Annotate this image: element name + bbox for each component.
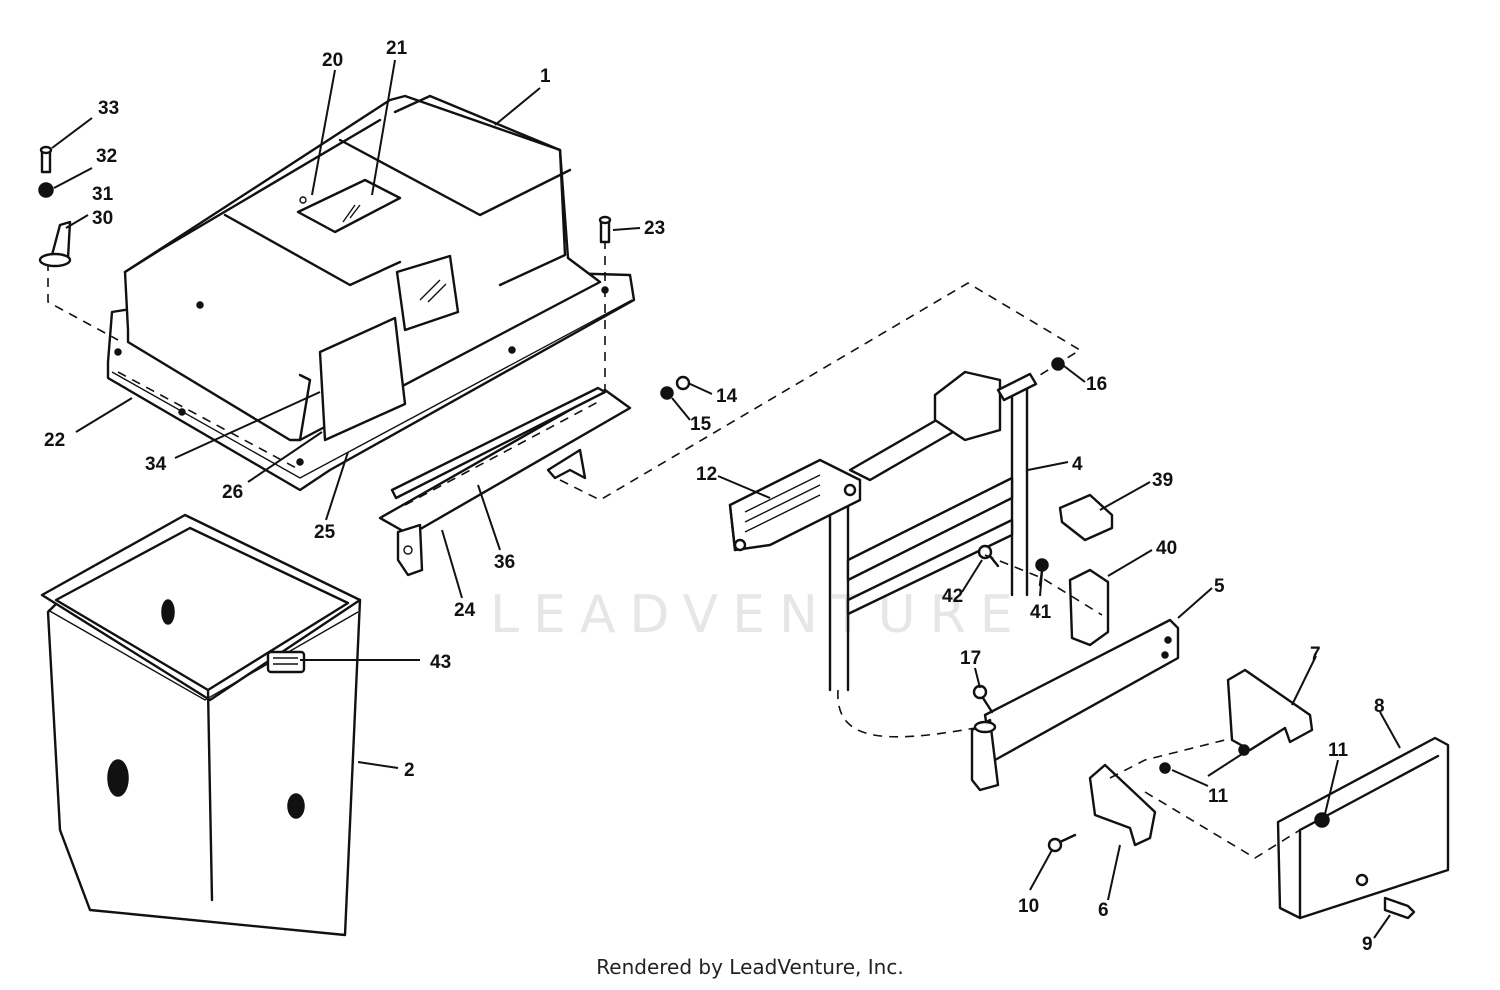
part-screw-17	[972, 684, 994, 714]
leader-lines	[51, 59, 1401, 939]
callout-9: 9	[1362, 934, 1373, 955]
callout-20: 20	[322, 50, 343, 71]
callout-21: 21	[386, 38, 408, 59]
part-screw-10	[1047, 833, 1077, 853]
callout-22: 22	[44, 430, 65, 451]
callout-17: 17	[960, 648, 981, 669]
footer-credit: Rendered by LeadVenture, Inc.	[596, 955, 904, 979]
callout-7: 7	[1310, 644, 1321, 665]
part-latch-30-31	[38, 220, 72, 268]
callout-23: 23	[644, 218, 665, 239]
part-hinge-arm-5	[970, 618, 1180, 792]
callout-5: 5	[1214, 576, 1225, 597]
callout-11-upper: 11	[1328, 740, 1349, 761]
part-screw-42	[977, 544, 1000, 568]
part-bolt-23	[598, 215, 612, 244]
callout-11-lower: 11	[1208, 786, 1229, 807]
callout-33: 33	[98, 98, 119, 119]
callout-32: 32	[96, 146, 117, 167]
callout-14: 14	[716, 386, 738, 407]
part-washer-15	[660, 386, 674, 400]
part-nut-14	[675, 375, 691, 391]
part-hood-cover	[106, 94, 636, 492]
callout-25: 25	[314, 522, 336, 543]
part-bracket-12	[728, 458, 862, 552]
part-bin-bag	[40, 513, 362, 937]
callout-36: 36	[494, 552, 515, 573]
part-frame-4	[828, 370, 1038, 692]
callout-8: 8	[1374, 696, 1385, 717]
part-bolt-33	[39, 145, 53, 174]
callout-30: 30	[92, 208, 113, 229]
callout-34: 34	[145, 454, 167, 475]
callout-39: 39	[1152, 470, 1173, 491]
callout-26: 26	[222, 482, 243, 503]
callout-labels: 1 20 21 33 32 31 30 23 22 34 26 25 14 15…	[44, 38, 1385, 955]
part-bracket-7	[1226, 668, 1314, 752]
part-nut-16	[1051, 357, 1065, 371]
part-clip-39	[1058, 493, 1114, 542]
part-base-plate-8	[1276, 736, 1450, 920]
watermark-text: LEADVENTURE	[490, 585, 1027, 645]
callout-43: 43	[430, 652, 451, 673]
callout-40: 40	[1156, 538, 1177, 559]
part-nut-11b	[1238, 744, 1250, 756]
callout-1: 1	[540, 66, 551, 87]
callout-10: 10	[1018, 896, 1039, 917]
callout-24: 24	[454, 600, 476, 621]
part-pin-9	[1383, 896, 1416, 920]
callout-6: 6	[1098, 900, 1109, 921]
callout-16: 16	[1086, 374, 1107, 395]
callout-42: 42	[942, 586, 963, 607]
callout-41: 41	[1030, 602, 1052, 623]
callout-2: 2	[404, 760, 415, 781]
callout-15: 15	[690, 414, 712, 435]
callout-4: 4	[1072, 454, 1083, 475]
part-mounting-rail	[378, 386, 632, 577]
part-nut-11	[1159, 762, 1171, 774]
part-washer-32	[38, 182, 54, 198]
callout-31: 31	[92, 184, 114, 205]
part-bracket-6	[1088, 763, 1157, 847]
callout-12: 12	[696, 464, 717, 485]
